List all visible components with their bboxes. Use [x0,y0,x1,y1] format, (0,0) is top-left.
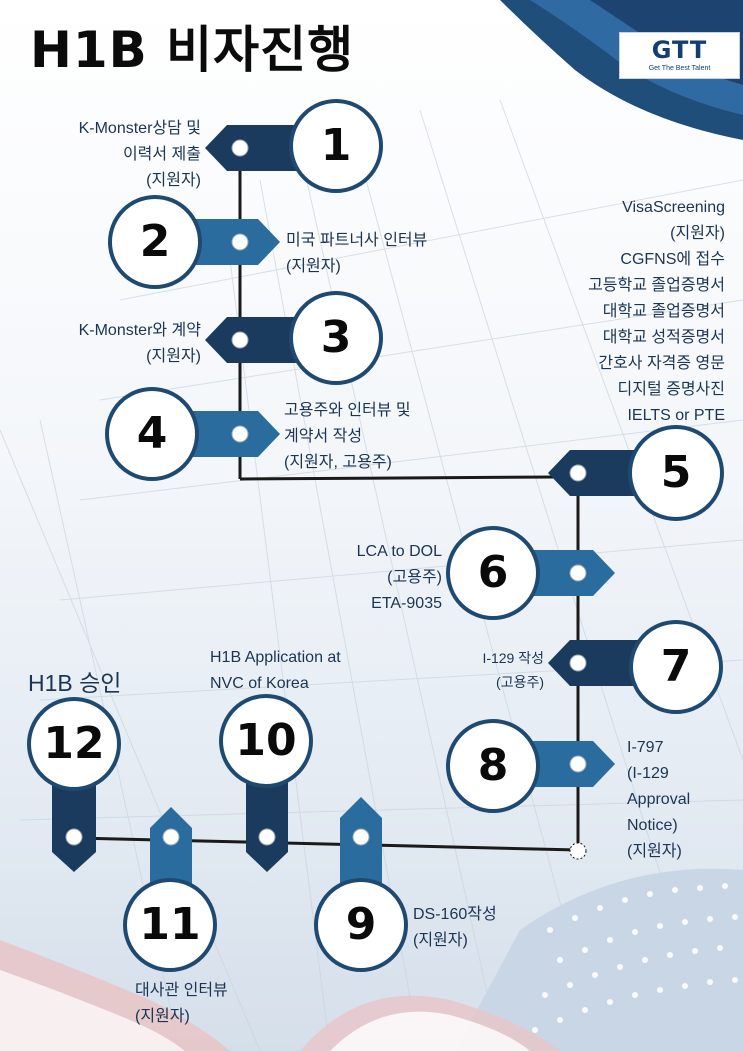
step-number: 12 [43,718,105,769]
page-title: H1B 비자진행 [30,21,355,79]
step-9-label: DS-160작성 (지원자) [413,906,497,949]
logo-tagline: Get The Best Talent [648,65,711,72]
step-number: 10 [235,715,297,766]
h1b-approval-label: H1B 승인 [28,670,122,696]
flag-decoration [0,868,743,1051]
step-5-label: VisaScreening (지원자) CGFNS에 접수 고등학교 졸업증명서… [588,199,725,424]
step-4-marker [105,387,280,481]
gtt-logo: GTT Get The Best Talent [619,32,740,79]
step-6-label: LCA to DOL (고용주) ETA-9035 [356,543,442,612]
step-number: 1 [320,120,352,171]
step-3-marker [205,291,383,385]
step-4-label: 고용주와 인터뷰 및 계약서 작성 (지원자, 고용주) [284,402,411,471]
step-2-label: 미국 파트너사 인터뷰 (지원자) [286,232,428,275]
step-3-label: K-Monster와 계약 (지원자) [78,322,201,365]
step-10-marker [219,694,313,872]
step-7-label: I-129 작성 (고용주) [482,650,544,690]
step-number: 3 [320,312,352,363]
step-1-marker [205,99,383,193]
step-number: 4 [136,408,168,459]
step-number: 2 [139,216,171,267]
step-number: 11 [139,899,201,950]
step-number: 5 [660,447,692,498]
logo-name: GTT [651,36,708,64]
step-8-label: I-797 (I-129 Approval Notice) (지원자) [627,739,691,860]
step-11-marker [123,807,217,972]
step-11-label: 대사관 인터뷰 (지원자) [135,982,228,1025]
step-6-marker [446,526,615,620]
step-5-marker [548,425,724,521]
step-number: 8 [477,740,509,791]
end-dot [569,842,587,860]
step-7-marker [548,620,723,714]
step-number: 6 [477,547,509,598]
step-number: 7 [660,641,692,692]
step-8-marker [446,719,615,813]
step-number: 9 [345,899,377,950]
step-1-label: K-Monster상담 및 이력서 제출 (지원자) [78,120,201,189]
step-10-label: H1B Application at NVC of Korea [210,649,341,692]
step-9-marker [314,797,408,972]
step-12-marker [27,697,121,872]
step-2-marker [108,195,280,289]
